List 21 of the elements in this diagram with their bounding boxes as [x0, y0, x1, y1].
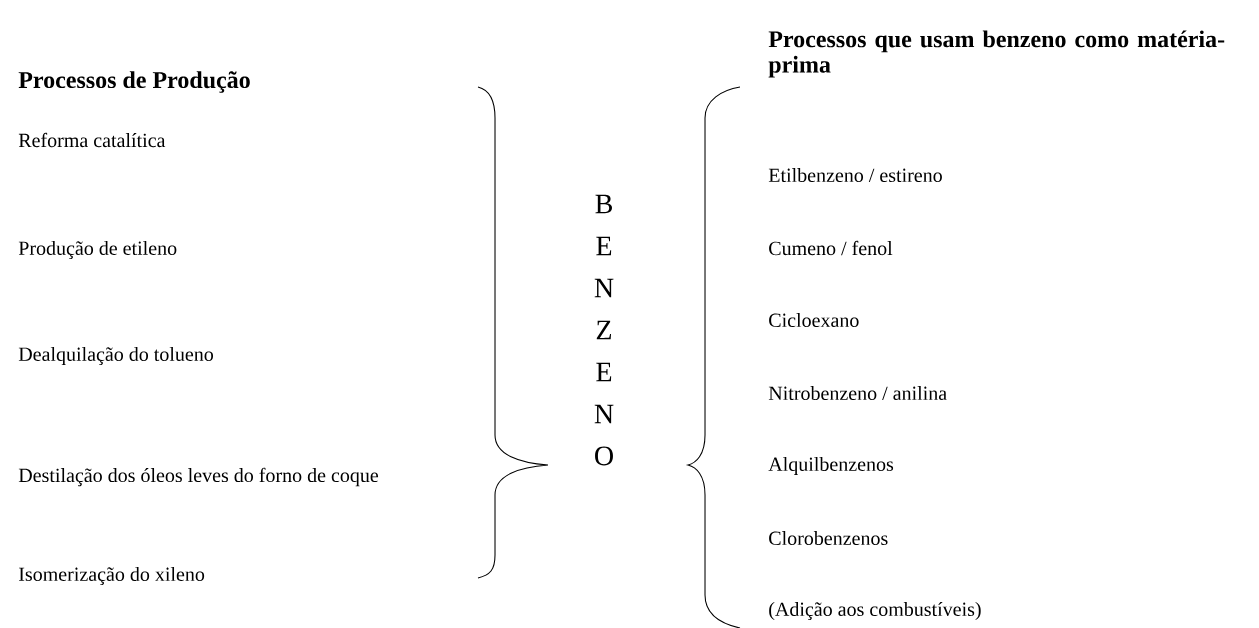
heading: Processos que usam benzeno como matéria-prima	[768, 30, 1225, 78]
process-label: Reforma catalítica	[18, 132, 166, 148]
process-label: Etilbenzeno / estireno	[768, 168, 942, 183]
letter: B	[595, 194, 612, 214]
process-label: (Adição aos combustíveis)	[769, 601, 981, 621]
letter: E	[596, 362, 612, 382]
process-label: Cumeno / fenol	[769, 240, 893, 256]
process-label: Produção de etileno	[18, 240, 177, 260]
process-label: Cicloexano	[769, 313, 859, 328]
process-label: Alquilbenzenos	[768, 456, 894, 476]
process-label: Dealquilação do tolueno	[18, 346, 214, 366]
letter: N	[594, 278, 614, 298]
letter: Z	[596, 320, 612, 340]
process-label: Nitrobenzeno / anilina	[768, 386, 947, 401]
heading: Processos de Produção	[18, 71, 250, 93]
letter: E	[596, 236, 612, 256]
process-label: Clorobenzenos	[769, 531, 888, 546]
letter: O	[595, 446, 613, 466]
process-label: Destilação dos óleos leves do forno de coque	[18, 467, 379, 487]
process-label: Isomerização do xileno	[19, 566, 205, 586]
letter: N	[594, 404, 614, 424]
